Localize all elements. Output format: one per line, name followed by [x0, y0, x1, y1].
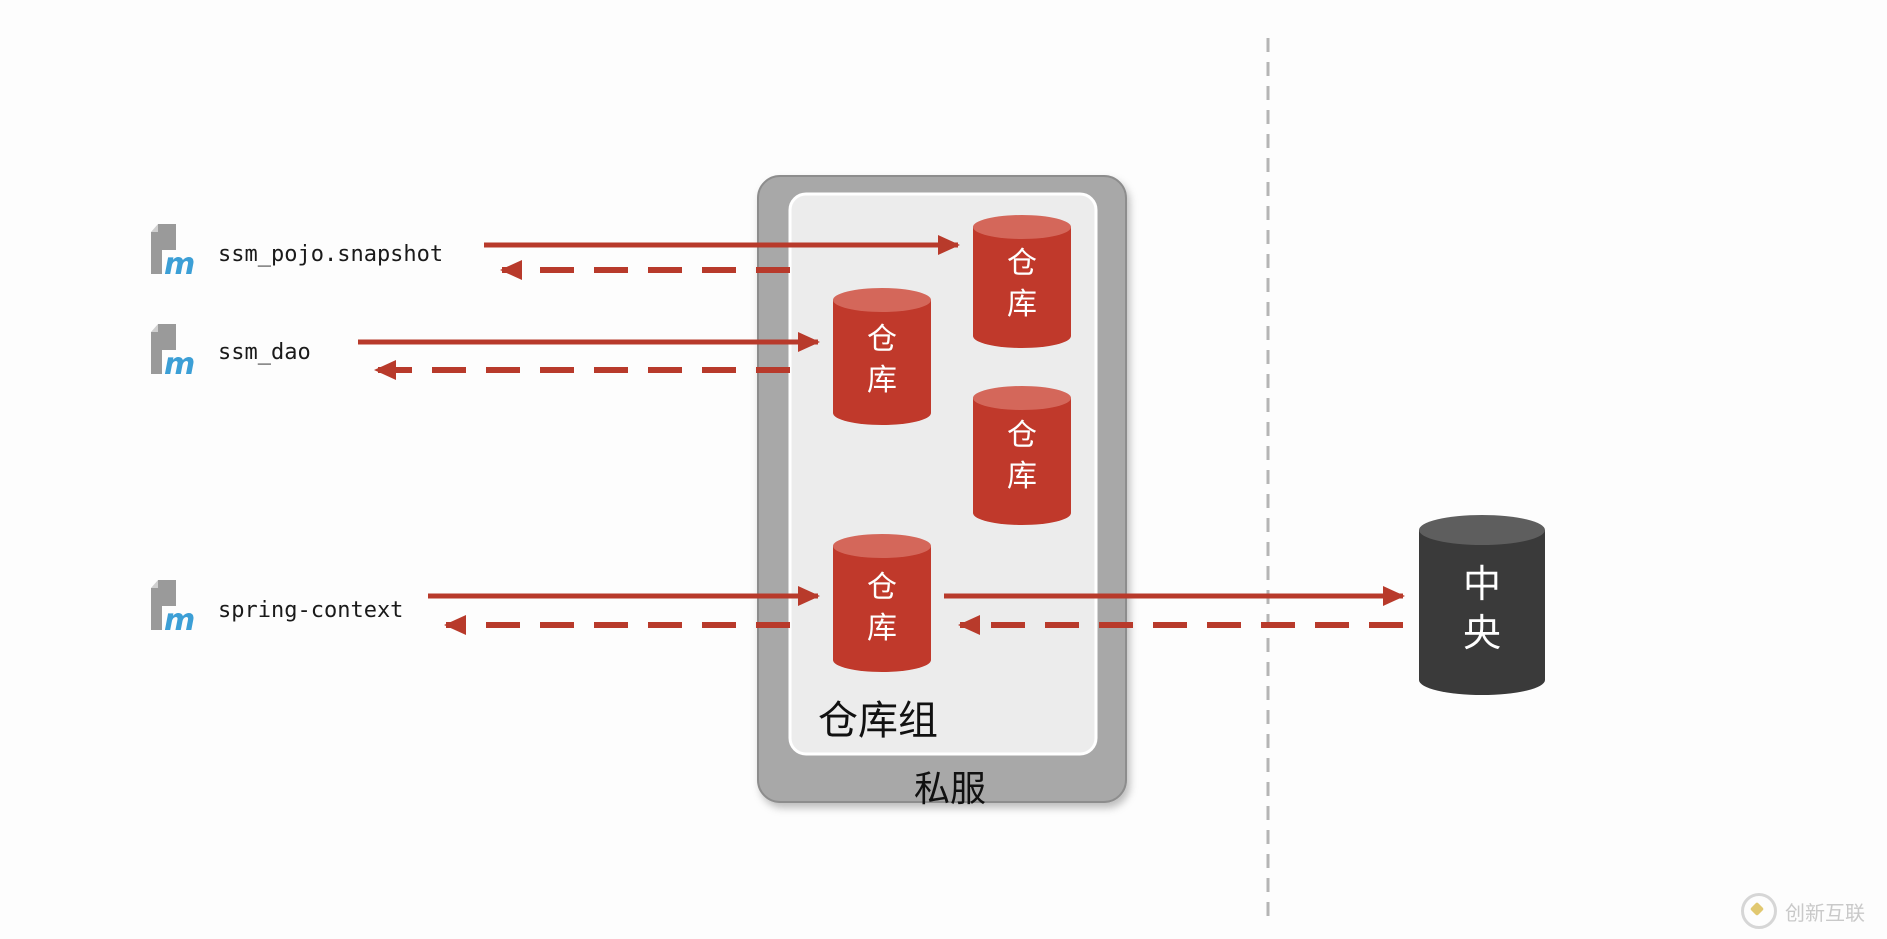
- repo-a-label-line2: 库: [1007, 286, 1037, 322]
- artifact-label-spring-context: spring-context: [218, 598, 404, 623]
- watermark: 创新互联: [1741, 893, 1865, 929]
- svg-text:m: m: [164, 347, 195, 376]
- watermark-text: 创新互联: [1785, 900, 1865, 925]
- central-label-line2: 央: [1462, 611, 1501, 656]
- central-repository-label: 中 央: [1419, 560, 1545, 659]
- repo-c-label-line1: 仓: [1007, 418, 1037, 453]
- private-server-caption: 私服: [914, 769, 987, 810]
- repo-a-label-line1: 仓: [1007, 246, 1037, 281]
- artifact-label-ssm-pojo: ssm_pojo.snapshot: [218, 242, 444, 267]
- repo-d-label-line2: 库: [867, 610, 897, 646]
- repo-d-cylinder: [833, 534, 931, 672]
- repo-a-cylinder: [973, 215, 1071, 348]
- maven-artifact-icon: m: [151, 324, 195, 376]
- maven-artifact-icon: m: [151, 224, 195, 276]
- svg-text:m: m: [164, 603, 195, 632]
- svg-text:m: m: [164, 247, 195, 276]
- repository-group-caption: 仓库组: [818, 698, 938, 744]
- maven-artifact-icon: m: [151, 580, 195, 632]
- repo-d-label: 仓 库: [833, 568, 931, 649]
- repo-b-label-line1: 仓: [867, 322, 897, 357]
- central-repository-cylinder: [1419, 515, 1545, 695]
- repo-c-label-line2: 库: [1007, 458, 1037, 494]
- artifact-label-ssm-dao: ssm_dao: [218, 340, 311, 365]
- repo-c-label: 仓 库: [973, 416, 1071, 497]
- repo-b-cylinder: [833, 288, 931, 425]
- repo-b-label: 仓 库: [833, 320, 931, 401]
- repo-b-label-line2: 库: [867, 362, 897, 398]
- repo-c-cylinder: [973, 386, 1071, 525]
- repo-a-label: 仓 库: [973, 244, 1071, 325]
- repo-d-label-line1: 仓: [867, 570, 897, 605]
- central-label-line1: 中: [1462, 562, 1501, 606]
- watermark-logo-icon: [1741, 893, 1777, 929]
